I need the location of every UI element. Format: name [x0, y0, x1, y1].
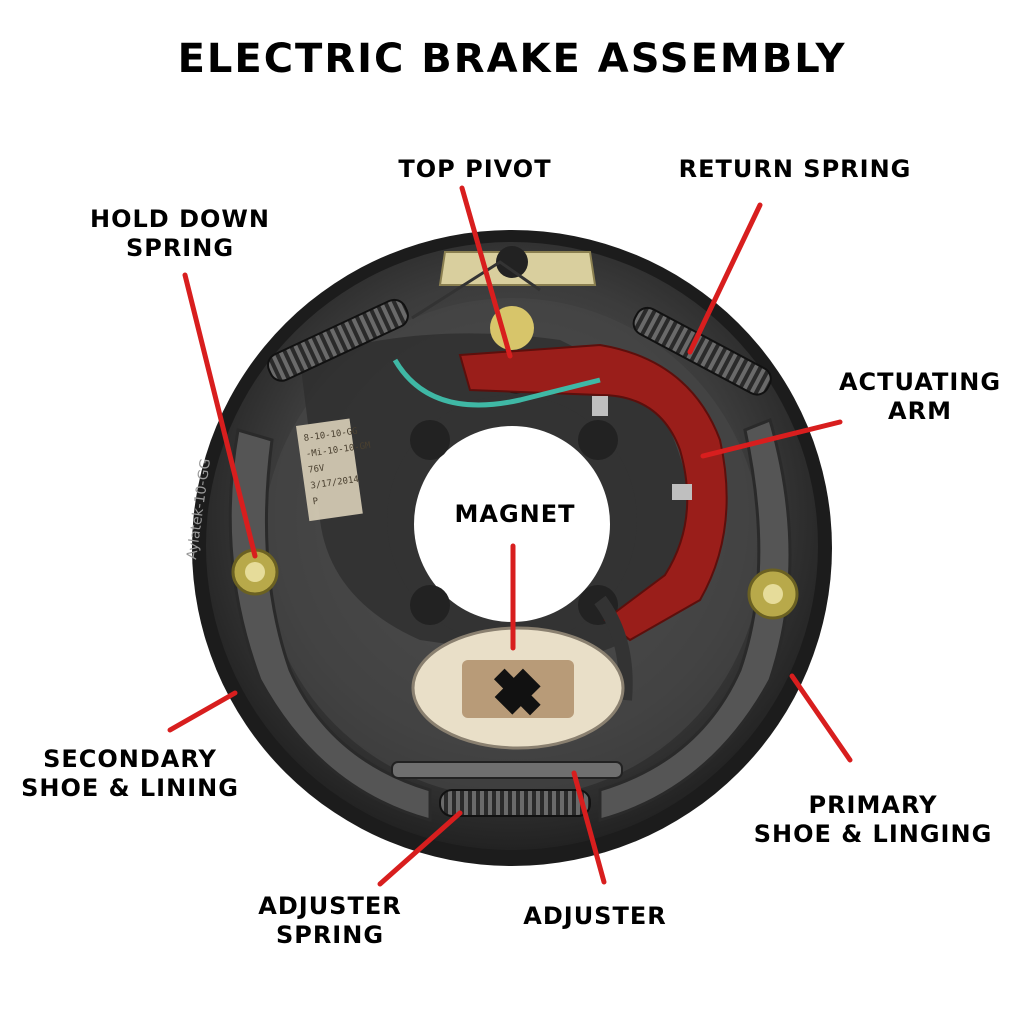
secondary-shoe — [228, 428, 432, 822]
adjuster — [391, 761, 623, 779]
pointer-top-pivot — [459, 185, 513, 359]
adjuster-spring — [439, 789, 591, 817]
pointer-actuating-arm — [700, 419, 843, 459]
pointer-hold-down-spring — [182, 272, 258, 559]
pointer-adjuster — [571, 770, 607, 885]
pointer-primary-shoe — [789, 673, 853, 763]
arm-clip — [672, 484, 692, 500]
label-magnet: MAGNET — [454, 500, 576, 528]
label-return-spring: RETURN SPRING — [678, 155, 912, 183]
pointer-secondary-shoe — [167, 690, 238, 733]
hold-down-spring-right — [747, 568, 799, 620]
return-spring — [632, 306, 772, 396]
spring-hook — [411, 260, 541, 320]
magnet — [411, 626, 625, 750]
left-return-spring — [267, 298, 409, 382]
label-top-pivot: TOP PIVOT — [398, 155, 552, 183]
label-adjuster: ADJUSTER — [523, 902, 667, 930]
sticker-text-line: P — [312, 497, 319, 508]
pointer-adjuster-spring — [377, 810, 463, 887]
pointer-lines — [167, 185, 853, 887]
diagram-title: ELECTRIC BRAKE ASSEMBLY — [177, 36, 847, 82]
sticker-text-line: 76V — [308, 463, 326, 475]
magnet-wire — [392, 358, 601, 408]
magnet-lead — [594, 595, 633, 701]
arm-clip — [592, 396, 608, 416]
actuating-arm — [458, 343, 728, 642]
pointer-return-spring — [687, 202, 763, 355]
